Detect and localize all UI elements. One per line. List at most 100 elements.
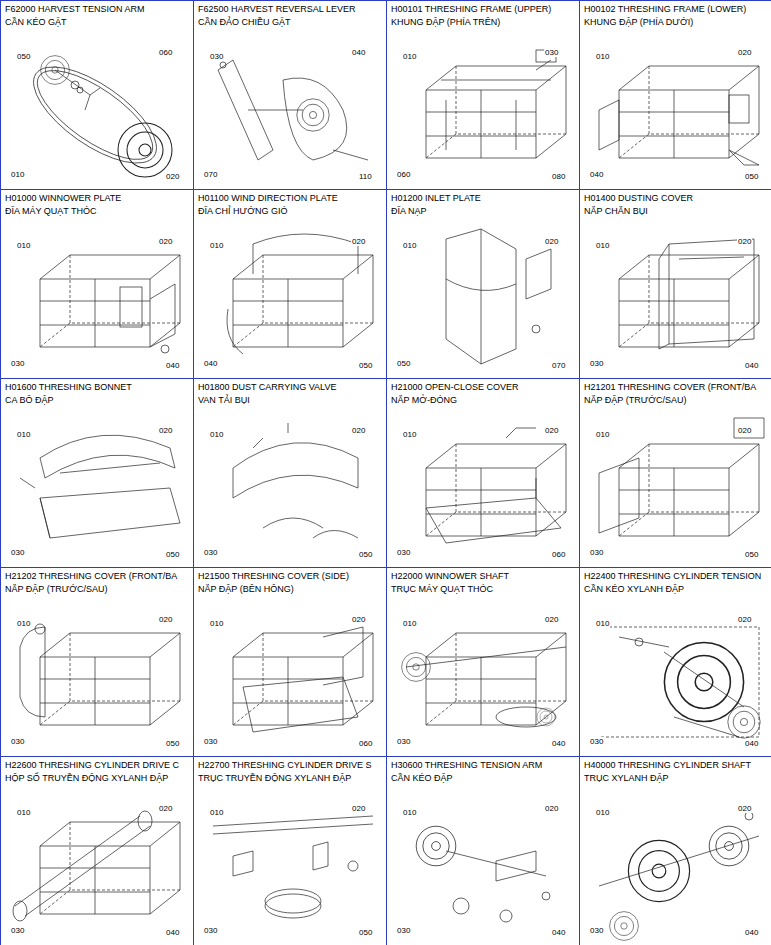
callout-number: 020 bbox=[737, 615, 752, 624]
section-title-vi: CẦN KÉO GẶT bbox=[5, 17, 189, 28]
callout-number: 010 bbox=[16, 619, 31, 628]
callout-number: 050 bbox=[165, 739, 180, 748]
section-title: H00102 THRESHING FRAME (LOWER) bbox=[584, 4, 767, 15]
callout-number: 010 bbox=[209, 808, 224, 817]
catalog-cell: H22400 THRESHING CYLINDER TENSIONCẦN KÉO… bbox=[579, 567, 771, 757]
callout-number: 030 bbox=[10, 548, 25, 557]
callout-number: 020 bbox=[158, 426, 173, 435]
callout-number: 050 bbox=[396, 359, 411, 368]
callout-number: 030 bbox=[396, 737, 411, 746]
callout-number: 020 bbox=[158, 804, 173, 813]
section-title: H01200 INLET PLATE bbox=[391, 193, 575, 204]
callout-number: 080 bbox=[551, 172, 566, 181]
callout-number: 010 bbox=[209, 430, 224, 439]
callout-number: 020 bbox=[351, 426, 366, 435]
section-title-vi: ĐĨA MÁY QUẠT THÓC bbox=[5, 206, 189, 217]
callout-number: 010 bbox=[16, 241, 31, 250]
callout-number: 050 bbox=[744, 172, 759, 181]
callout-number: 010 bbox=[595, 808, 610, 817]
callout-number: 020 bbox=[737, 48, 752, 57]
section-title-vi: NẮP MỞ-ĐÓNG bbox=[391, 395, 575, 406]
callout-number: 010 bbox=[595, 430, 610, 439]
callout-number: 010 bbox=[595, 619, 610, 628]
callout-number: 060 bbox=[358, 739, 373, 748]
section-title-vi: KHUNG ĐẬP (PHÍA DƯỚI) bbox=[584, 17, 767, 28]
callout-number: 020 bbox=[351, 237, 366, 246]
catalog-cell: H21201 THRESHING COVER (FRONT/BANẮP ĐẬP … bbox=[579, 378, 771, 568]
callout-number: 050 bbox=[358, 361, 373, 370]
callout-number: 070 bbox=[203, 170, 218, 179]
callout-number: 030 bbox=[396, 548, 411, 557]
section-title-vi: VAN TẢI BỤI bbox=[198, 395, 382, 406]
callout-number: 040 bbox=[744, 928, 759, 937]
callout-number: 010 bbox=[595, 241, 610, 250]
section-title-vi: CẦN KÉO ĐẬP bbox=[391, 773, 575, 784]
callout-number: 030 bbox=[10, 359, 25, 368]
callout-number: 050 bbox=[744, 550, 759, 559]
callout-number: 050 bbox=[358, 550, 373, 559]
callout-number: 020 bbox=[544, 237, 559, 246]
callout-number: 040 bbox=[589, 170, 604, 179]
callout-number: 020 bbox=[544, 804, 559, 813]
callout-number: 020 bbox=[544, 615, 559, 624]
section-title-vi: HỘP SỐ TRUYỀN ĐỘNG XYLANH ĐẬP bbox=[5, 773, 189, 784]
callout-number: 020 bbox=[544, 426, 559, 435]
callout-number: 020 bbox=[158, 615, 173, 624]
catalog-cell: H00101 THRESHING FRAME (UPPER)KHUNG ĐẬP … bbox=[386, 0, 580, 190]
callout-number: 010 bbox=[10, 170, 25, 179]
callout-number: 040 bbox=[203, 359, 218, 368]
section-title: H21201 THRESHING COVER (FRONT/BA bbox=[584, 382, 767, 393]
catalog-cell: H01100 WIND DIRECTION PLATEĐĨA CHỈ HƯỚNG… bbox=[193, 189, 387, 379]
section-title-vi: TRỤC TRUYỀN ĐỘNG XYLANH ĐẬP bbox=[198, 773, 382, 784]
catalog-cell: H22700 THRESHING CYLINDER DRIVE STRỤC TR… bbox=[193, 756, 387, 945]
catalog-cell: F62000 HARVEST TENSION ARMCẦN KÉO GẶT bbox=[0, 0, 194, 190]
callout-number: 020 bbox=[351, 615, 366, 624]
section-title: H01400 DUSTING COVER bbox=[584, 193, 767, 204]
callout-number: 010 bbox=[402, 52, 417, 61]
section-title-vi: NẮP ĐẬP (TRƯỚC/SAU) bbox=[5, 584, 189, 595]
section-title: H21202 THRESHING COVER (FRONT/BA bbox=[5, 571, 189, 582]
callout-number: 020 bbox=[165, 172, 180, 181]
callout-number: 110 bbox=[358, 172, 373, 181]
callout-number: 050 bbox=[16, 52, 31, 61]
callout-number: 040 bbox=[551, 928, 566, 937]
callout-number: 010 bbox=[402, 430, 417, 439]
callout-number: 030 bbox=[589, 548, 604, 557]
callout-number: 020 bbox=[351, 804, 366, 813]
callout-number: 030 bbox=[209, 52, 224, 61]
catalog-cell: H01800 DUST CARRYING VALVE VAN TẢI BỤI bbox=[193, 378, 387, 568]
callout-number: 060 bbox=[158, 48, 173, 57]
section-title: H22000 WINNOWER SHAFT bbox=[391, 571, 575, 582]
callout-number: 010 bbox=[402, 619, 417, 628]
section-title: H22600 THRESHING CYLINDER DRIVE C bbox=[5, 760, 189, 771]
section-title: H00101 THRESHING FRAME (UPPER) bbox=[391, 4, 575, 15]
catalog-cell: H21500 THRESHING COVER (SIDE) NẮP ĐẬP (BÊ… bbox=[193, 567, 387, 757]
callout-number: 020 bbox=[158, 237, 173, 246]
section-title: H21000 OPEN-CLOSE COVER bbox=[391, 382, 575, 393]
callout-number: 030 bbox=[10, 737, 25, 746]
section-title-vi: TRỤC MÁY QUẠT THÓC bbox=[391, 584, 575, 595]
section-title-vi: CẦN ĐẢO CHIỀU GẶT bbox=[198, 17, 382, 28]
section-title: H30600 THRESHING TENSION ARM bbox=[391, 760, 575, 771]
section-title-vi: CA BÔ ĐẬP bbox=[5, 395, 189, 406]
callout-number: 040 bbox=[551, 739, 566, 748]
catalog-cell: F62500 HARVEST REVERSAL LEVERCẦN ĐẢO CHI… bbox=[193, 0, 387, 190]
callout-number: 060 bbox=[396, 170, 411, 179]
catalog-cell: H01000 WINNOWER PLATE ĐĨA MÁY QUẠT THÓC bbox=[0, 189, 194, 379]
section-title-vi: NẮP ĐẬP (BÊN HÔNG) bbox=[198, 584, 382, 595]
callout-number: 040 bbox=[744, 739, 759, 748]
catalog-cell: H22000 WINNOWER SHAFT TRỤC MÁY QUẠT THÓC bbox=[386, 567, 580, 757]
section-title: H21500 THRESHING COVER (SIDE) bbox=[198, 571, 382, 582]
callout-number: 020 bbox=[737, 237, 752, 246]
section-title: H01000 WINNOWER PLATE bbox=[5, 193, 189, 204]
section-title: H01800 DUST CARRYING VALVE bbox=[198, 382, 382, 393]
callout-number: 030 bbox=[396, 926, 411, 935]
callout-number: 010 bbox=[16, 808, 31, 817]
callout-number: 030 bbox=[589, 359, 604, 368]
callout-number: 010 bbox=[402, 241, 417, 250]
section-title: H01600 THRESHING BONNET bbox=[5, 382, 189, 393]
section-title: H40000 THRESHING CYLINDER SHAFT bbox=[584, 760, 767, 771]
callout-number: 020 bbox=[737, 426, 752, 435]
callout-number: 030 bbox=[589, 737, 604, 746]
section-title-vi: ĐĨA NẠP bbox=[391, 206, 575, 217]
